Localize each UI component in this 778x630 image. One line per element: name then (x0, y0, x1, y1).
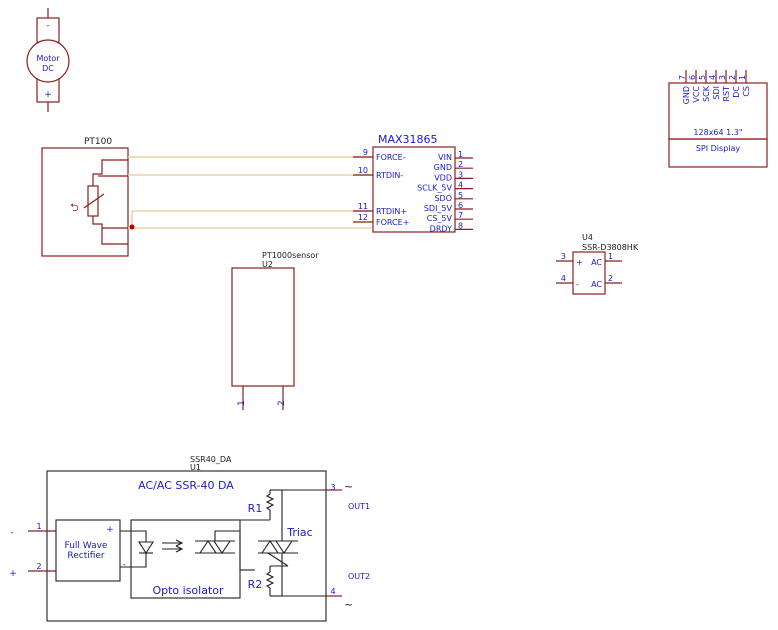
max-left-pin-num: 11 (358, 202, 368, 211)
display-name: SPI Display (696, 144, 741, 153)
u2-pin2: 2 (277, 400, 287, 406)
u4-pin4: 4 (561, 274, 566, 283)
u4-ref: U4 (582, 233, 593, 242)
u4-ac2: AC (591, 280, 602, 289)
pt100-title: PT100 (84, 137, 112, 147)
display-pin-label: SDI (712, 86, 721, 100)
out2-label: OUT2 (348, 572, 370, 581)
motor-label-line2: DC (42, 64, 54, 73)
display-pin-num: 5 (698, 75, 707, 80)
r1-label: R1 (248, 502, 263, 515)
display-pin-num: 6 (688, 75, 697, 80)
max-right-pin-num: 6 (458, 201, 463, 210)
triac-label: Triac (286, 526, 312, 539)
display-size-label: 128x64 1.3" (693, 128, 742, 137)
max-left-pin-num: 10 (358, 166, 368, 175)
u1-pin4: 4 (330, 587, 335, 596)
pt100-temp-icon: ⮌ (70, 201, 79, 214)
pt100-wires (128, 156, 372, 230)
tilde-top-icon: ~ (344, 480, 353, 493)
pt1000-sensor[interactable]: PT1000sensor U2 1 2 (231, 251, 319, 410)
ssr40-title: AC/AC SSR-40 DA (138, 479, 234, 492)
light-arrows-icon (162, 539, 184, 553)
max-right-pin-label: SCLK_5V (417, 184, 452, 193)
motor-pin-minus: - (46, 21, 49, 31)
junction-dot (129, 224, 135, 230)
u4-value: SSR-D3808HK (582, 243, 639, 252)
max-right-pin-label: DRDY (430, 224, 452, 233)
u2-ref: U2 (262, 260, 273, 269)
out1-label: OUT1 (348, 502, 370, 511)
display-pin-num: 2 (728, 75, 737, 80)
u4-minus: - (576, 280, 579, 289)
u4-plus: + (576, 258, 583, 267)
motor-pin-plus: + (44, 90, 52, 100)
ssr40-da[interactable]: SSR40_DA U1 AC/AC SSR-40 DA 1 2 - + Full… (9, 455, 370, 622)
max-right-pin-label: CS_5V (427, 214, 453, 223)
max31865-right-pins: 1 VIN 2 GND 3 VDD 4 SCLK_5V 5 SDO 6 SDI_5V 7 CS_5V 8 DR… (417, 150, 473, 233)
display-pin-num: 3 (718, 75, 727, 80)
max-right-pin-num: 4 (458, 181, 463, 190)
display-pin-num: 4 (708, 75, 717, 80)
r2-label: R2 (248, 578, 263, 591)
pt100-sensor[interactable]: PT100 ⮌ (41, 137, 129, 257)
u1-pin2: 2 (36, 562, 41, 571)
u4-pin3: 3 (561, 252, 566, 261)
u4-pin1: 1 (608, 252, 613, 261)
max-left-pin-label: FORCE+ (376, 218, 409, 227)
max-right-pin-num: 7 (458, 211, 463, 220)
max-right-pin-label: SDI_5V (424, 204, 453, 213)
max-right-pin-label: GND (434, 163, 452, 172)
max-left-pin-label: RTDIN+ (376, 207, 407, 216)
rectifier-plus: + (106, 525, 114, 535)
display-pin-label: CS (742, 86, 751, 97)
motor-label-line1: Motor (36, 54, 60, 63)
display-pin-label: SCK (702, 85, 711, 102)
max-right-pin-label: SDO (434, 194, 452, 203)
u2-pin1: 1 (237, 400, 247, 406)
u1-value: SSR40_DA (190, 455, 232, 464)
u1-ref: U1 (190, 463, 201, 472)
u1-pin1: 1 (36, 522, 41, 531)
rectifier-minus: - (122, 560, 125, 570)
max-right-pin-num: 8 (458, 221, 463, 230)
opto-isolator-label: Opto isolator (152, 584, 224, 597)
display-pin-num: 7 (678, 75, 687, 80)
max-left-pin-label: RTDIN- (376, 171, 403, 180)
u4-ac1: AC (591, 258, 602, 267)
max31865-title: MAX31865 (378, 133, 438, 146)
input-plus-label: + (9, 569, 17, 579)
display-pin-label: GND (682, 86, 691, 104)
u1-pin3: 3 (330, 483, 335, 492)
u2-value: PT1000sensor (262, 251, 319, 260)
display-pin-label: VCC (692, 86, 701, 103)
motor-dc[interactable]: - + Motor DC (26, 8, 70, 112)
display-pin-label: RST (722, 86, 731, 102)
display-pin-label: DC (732, 86, 741, 98)
max-left-pin-num: 9 (363, 148, 368, 157)
rectifier-line1: Full Wave (65, 541, 108, 551)
max-right-pin-num: 1 (458, 150, 463, 159)
ssr-d3808hk[interactable]: U4 SSR-D3808HK 3 4 + - AC AC 1 2 (556, 233, 639, 295)
max-right-pin-num: 2 (458, 160, 463, 169)
max-left-pin-label: FORCE- (376, 153, 406, 162)
max-right-pin-label: VIN (438, 153, 452, 162)
max-right-pin-num: 3 (458, 170, 463, 179)
display-pin-num: 1 (738, 75, 747, 80)
tilde-bottom-icon: ~ (344, 598, 353, 611)
u4-pin2: 2 (608, 274, 613, 283)
max-right-pin-num: 5 (458, 191, 463, 200)
max-left-pin-num: 12 (358, 213, 368, 222)
max-right-pin-label: VDD (434, 173, 452, 182)
rectifier-line2: Rectifier (67, 551, 105, 561)
input-minus-label: - (10, 528, 13, 538)
